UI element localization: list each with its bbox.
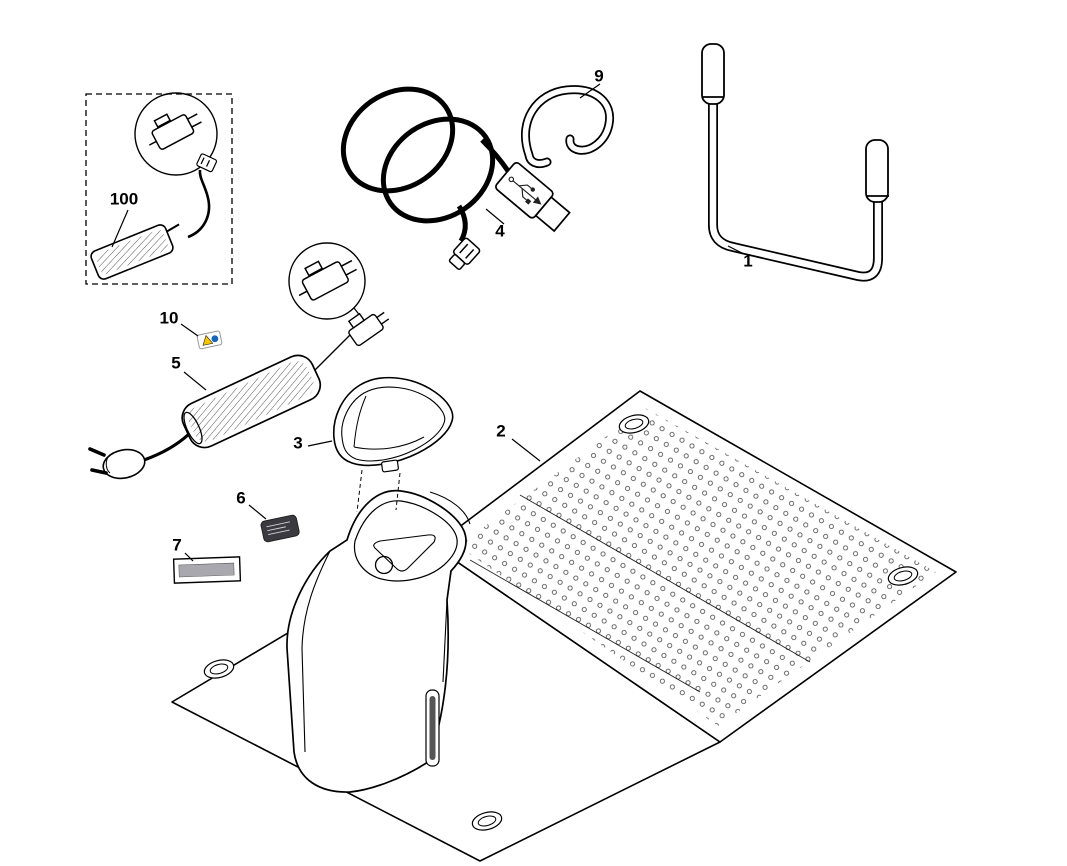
part-100-power-supply-kit[interactable] — [85, 92, 233, 285]
mains-plug — [88, 447, 146, 480]
part-label-3[interactable]: 3 — [293, 433, 303, 453]
housing-side-slot — [425, 689, 440, 767]
housing-top-face — [353, 500, 458, 582]
usb-symbol-icon — [508, 176, 542, 205]
warning-triangle-icon — [202, 334, 214, 346]
part-6-rating-label[interactable] — [260, 514, 300, 543]
power-brick — [90, 223, 180, 280]
connector-detail-icon — [298, 259, 357, 301]
cable-loop — [380, 116, 496, 224]
part-4-usb-cable[interactable] — [324, 68, 573, 272]
part-label-1[interactable]: 1 — [743, 251, 753, 271]
part-label-7[interactable]: 7 — [172, 535, 182, 555]
cable-connector — [196, 153, 218, 173]
connector-detail-icon — [148, 113, 202, 150]
dashed-option-box — [85, 93, 233, 285]
low-voltage-wire — [313, 333, 352, 372]
part-7-strip[interactable] — [172, 556, 242, 584]
label-text-lines — [266, 521, 291, 536]
cable-connector — [347, 311, 390, 347]
part-2-perforated-plate[interactable] — [433, 390, 957, 743]
blue-mark-icon — [211, 335, 219, 343]
usb-plug — [495, 161, 571, 233]
docking-station-housing — [286, 489, 471, 793]
detail-callout-circle — [134, 92, 218, 176]
device-connector — [448, 237, 481, 270]
part-9-wire-clip[interactable] — [521, 85, 615, 169]
part-label-9[interactable]: 9 — [594, 66, 604, 86]
part-5-power-supply[interactable] — [88, 242, 392, 482]
part-label-6[interactable]: 6 — [236, 488, 246, 508]
part-label-100[interactable]: 100 — [109, 189, 139, 209]
part-label-10[interactable]: 10 — [159, 308, 179, 328]
housing-button[interactable] — [374, 555, 394, 575]
part-10-warning-label[interactable] — [196, 330, 223, 350]
part-1-carrying-handle[interactable] — [701, 43, 889, 282]
part-label-5[interactable]: 5 — [171, 353, 181, 373]
part-3-hood[interactable] — [332, 376, 454, 513]
assembly-guide-lines — [356, 469, 401, 513]
power-supply-body — [181, 354, 322, 449]
leader-lines — [111, 83, 745, 562]
corner-slot-holes — [203, 414, 919, 831]
power-cable — [187, 169, 211, 239]
detail-callout-circle — [288, 242, 366, 320]
part-label-2[interactable]: 2 — [496, 421, 506, 441]
part-label-4[interactable]: 4 — [495, 221, 505, 241]
cable-loop — [340, 86, 456, 194]
handle-grip — [701, 43, 889, 203]
